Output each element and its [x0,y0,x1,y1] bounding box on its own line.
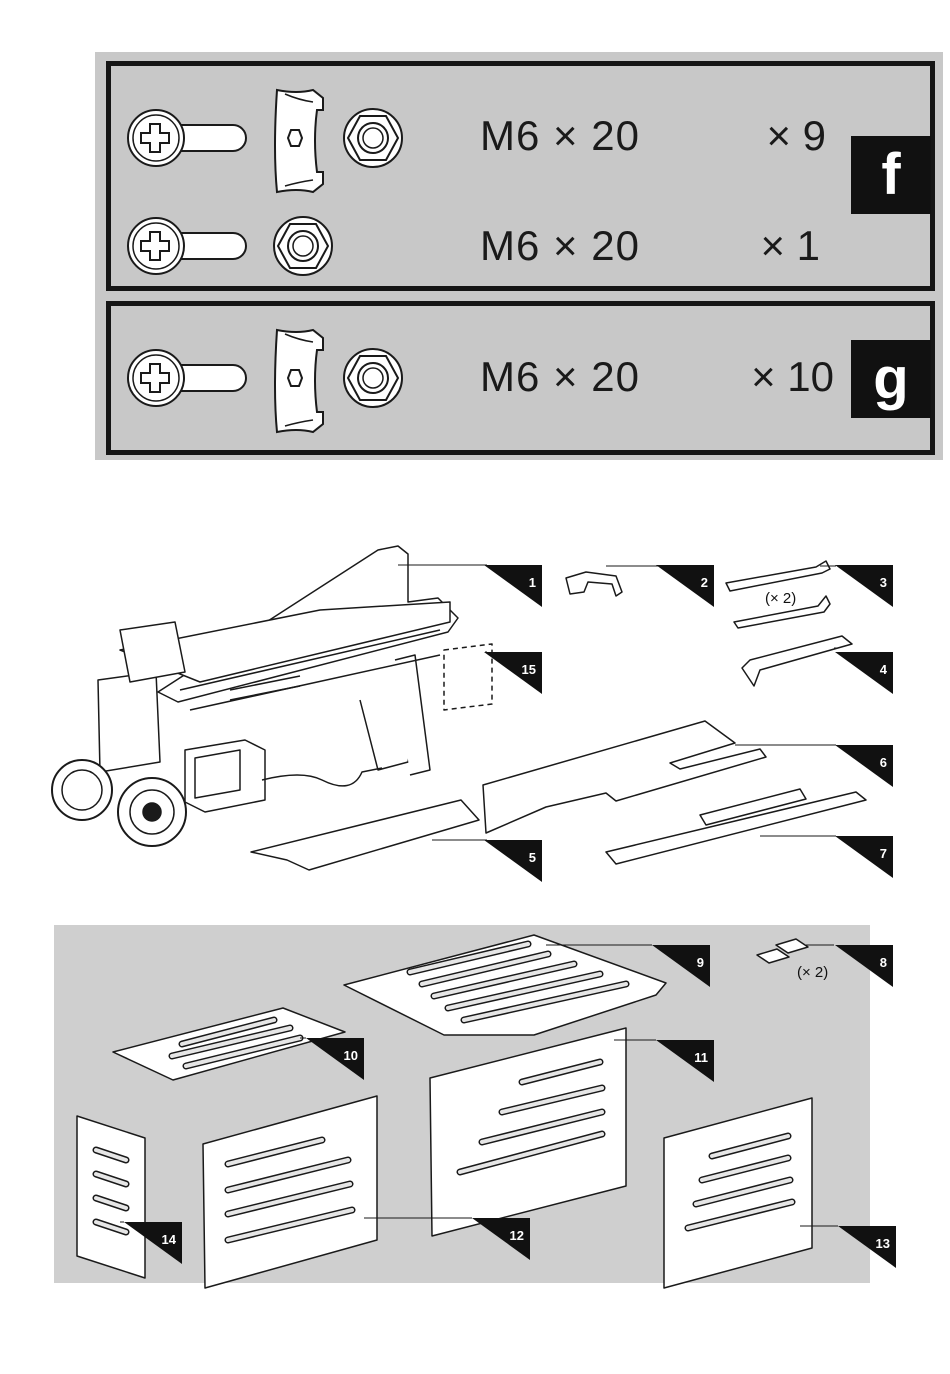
part-label-3: 3 [835,565,893,607]
part-label-14: 14 [124,1222,182,1264]
part-label-13: 13 [838,1226,896,1268]
part-label-12: 12 [472,1218,530,1260]
part-3-quantity: (× 2) [765,590,796,607]
part-8-quantity: (× 2) [797,964,828,981]
part-label-6: 6 [835,745,893,787]
part-label-1: 1 [484,565,542,607]
part-label-7: 7 [835,836,893,878]
part-label-15: 15 [484,652,542,694]
part-label-8: 8 [835,945,893,987]
part-label-9: 9 [652,945,710,987]
part-label-10: 10 [306,1038,364,1080]
part-label-2: 2 [656,565,714,607]
part-label-5: 5 [484,840,542,882]
part-label-11: 11 [656,1040,714,1082]
part-label-4: 4 [835,652,893,694]
